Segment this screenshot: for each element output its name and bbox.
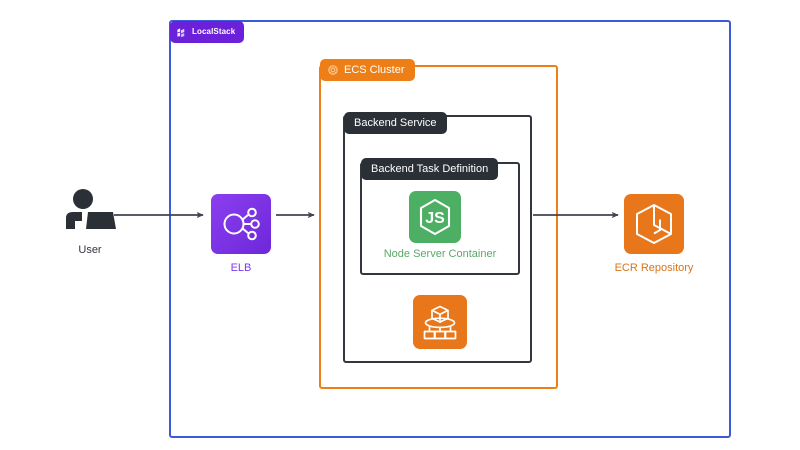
node-node-server-container-label: Node Server Container [383, 248, 497, 260]
node-ecr-repository-label: ECR Repository [614, 262, 694, 274]
node-user-label: User [78, 244, 102, 256]
group-label-localstack: LocalStack [170, 21, 245, 43]
group-label-backend-task-definition: Backend Task Definition [361, 158, 499, 180]
group-label-ecs-cluster-text: ECS Cluster [344, 63, 405, 76]
group-label-backend-service: Backend Service [344, 112, 447, 134]
group-label-localstack-text: LocalStack [192, 27, 236, 36]
group-label-backend-service-text: Backend Service [354, 116, 437, 129]
localstack-logo-icon [176, 27, 187, 38]
group-label-backend-task-definition-text: Backend Task Definition [371, 162, 489, 175]
group-label-ecs-cluster: ECS Cluster [320, 59, 415, 81]
ecr-cube-icon [624, 194, 684, 254]
nodejs-icon: JS [409, 191, 461, 243]
node-ecr-repository[interactable]: ECR Repository [615, 194, 693, 274]
group-ecs-cluster [319, 65, 558, 389]
node-elb[interactable]: ELB [211, 194, 271, 274]
load-balancer-icon [211, 194, 271, 254]
node-user[interactable]: User [43, 186, 137, 256]
ecs-cluster-icon [327, 64, 339, 76]
node-node-server-container[interactable]: JS [409, 191, 461, 243]
node-ecs-task[interactable] [413, 295, 467, 349]
user-at-laptop-icon [61, 186, 119, 236]
svg-text:JS: JS [425, 210, 445, 227]
ecs-container-service-icon [413, 295, 467, 349]
node-elb-label: ELB [230, 262, 252, 274]
group-localstack [169, 20, 731, 438]
